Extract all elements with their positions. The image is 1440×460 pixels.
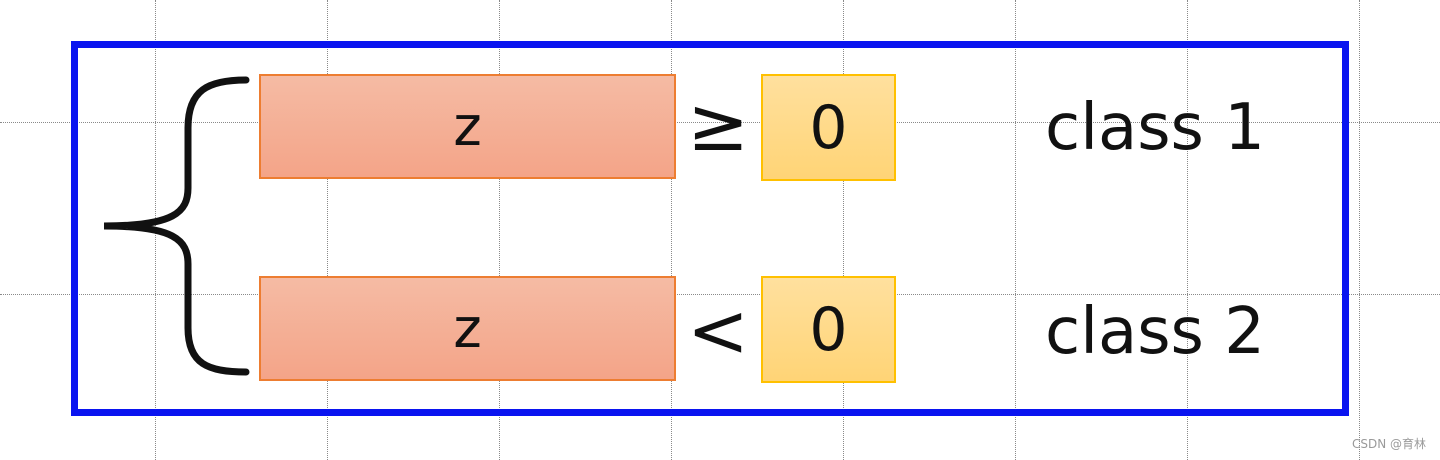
grid-line-vertical: [499, 0, 500, 460]
rule-2-operator: <: [686, 288, 749, 374]
left-brace-icon: [103, 76, 250, 376]
rule-2-class-label: class 2: [1045, 295, 1265, 369]
rule-2-threshold-box: 0: [761, 276, 896, 383]
grid-line-horizontal: [0, 122, 1440, 123]
grid-line-vertical: [327, 0, 328, 460]
grid-line-vertical: [671, 0, 672, 460]
grid-line-horizontal: [0, 294, 1440, 295]
rule-1-class-label: class 1: [1045, 91, 1265, 165]
rule-1-operator: ≥: [686, 82, 749, 168]
watermark: CSDN @育林: [1351, 437, 1426, 451]
grid-line-vertical: [843, 0, 844, 460]
grid-line-vertical: [1187, 0, 1188, 460]
rule-2-variable-box: z: [259, 276, 676, 381]
grid-line-vertical: [1015, 0, 1016, 460]
rule-1-variable-box: z: [259, 74, 676, 179]
grid-line-vertical: [1359, 0, 1360, 460]
diagram-frame: [71, 41, 1349, 416]
rule-1-threshold-box: 0: [761, 74, 896, 181]
